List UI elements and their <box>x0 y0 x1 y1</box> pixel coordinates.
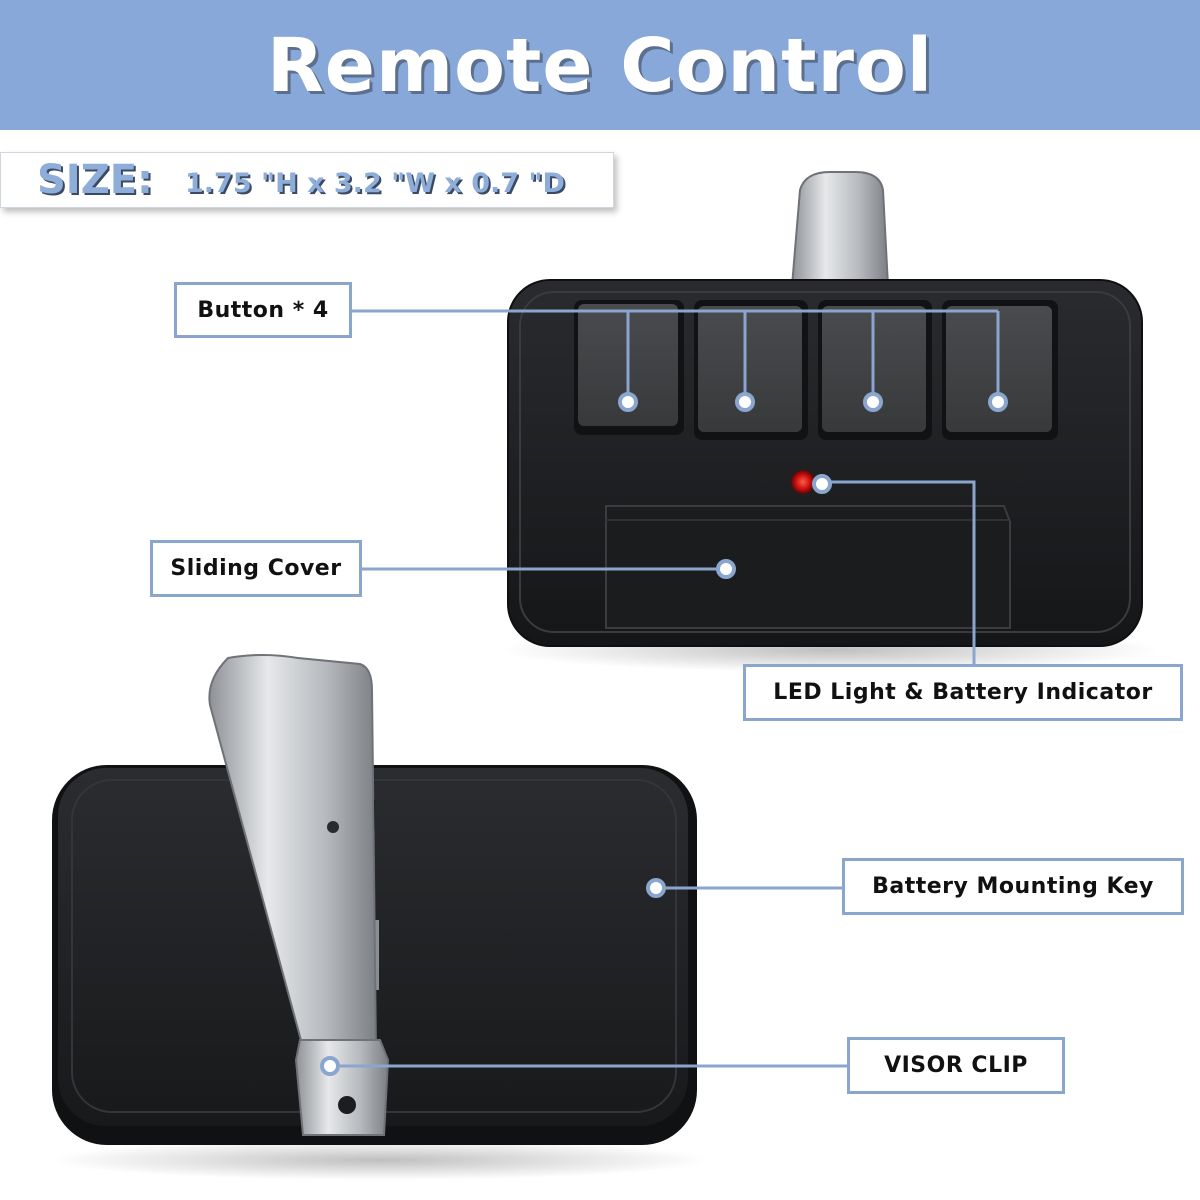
sliding-cover-marker-icon <box>716 559 736 579</box>
front-remote <box>500 171 1160 672</box>
callout-sliding-cover: Sliding Cover <box>150 540 362 597</box>
button-2-marker-icon <box>735 392 755 412</box>
button-4-marker-icon <box>988 392 1008 412</box>
battery-key-marker-icon <box>646 878 666 898</box>
page-title: Remote Control <box>266 23 934 109</box>
callout-dots <box>320 392 1008 1076</box>
sliding-cover <box>605 505 1011 629</box>
remote-buttons <box>574 300 1058 440</box>
button-3-marker-icon <box>863 392 883 412</box>
back-remote <box>50 654 710 1180</box>
callout-battery-key: Battery Mounting Key <box>842 858 1184 915</box>
button-1-marker-icon <box>618 392 638 412</box>
callout-buttons: Button * 4 <box>174 282 352 338</box>
callout-lines <box>330 309 1000 1068</box>
header-banner: Remote Control <box>0 0 1200 130</box>
size-box: SIZE: 1.75 "H x 3.2 "W x 0.7 "D <box>0 152 614 208</box>
top-clip-icon <box>790 171 890 287</box>
led-marker-icon <box>812 474 832 494</box>
remote-button-2 <box>698 306 802 432</box>
clip-hole-icon <box>338 1096 356 1114</box>
size-label: SIZE: <box>37 157 154 203</box>
visor-clip-marker-icon <box>320 1056 340 1076</box>
callout-visor-clip: VISOR CLIP <box>847 1037 1065 1094</box>
led-icon <box>791 470 815 494</box>
callout-led: LED Light & Battery Indicator <box>743 664 1183 721</box>
size-value: 1.75 "H x 3.2 "W x 0.7 "D <box>185 168 565 199</box>
visor-clip-icon <box>208 654 378 1056</box>
